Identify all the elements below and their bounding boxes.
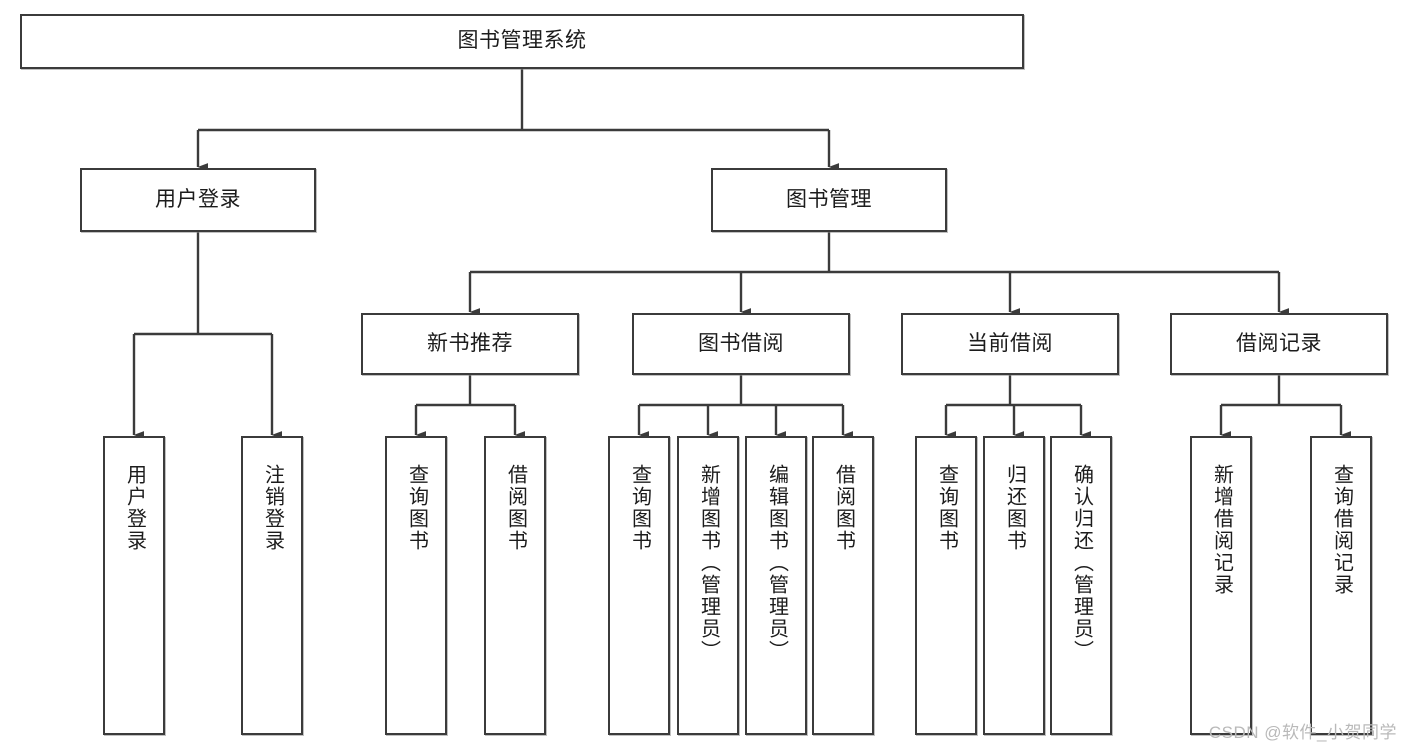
node-label: 借阅图书 (832, 464, 855, 552)
node-leaf-user-logout[interactable]: 注销登录 (241, 436, 303, 735)
node-leaf-bb-borrow[interactable]: 借阅图书 (812, 436, 874, 735)
node-leaf-cb-return[interactable]: 归还图书 (983, 436, 1045, 735)
node-borrow-record[interactable]: 借阅记录 (1170, 313, 1388, 375)
node-label: 图书借阅 (698, 331, 784, 355)
node-label: 查询图书 (628, 464, 651, 552)
node-book-manage[interactable]: 图书管理 (711, 168, 947, 232)
node-label: 新增图书（管理员） (697, 464, 720, 662)
node-label: 注销登录 (261, 464, 284, 552)
node-book-borrow[interactable]: 图书借阅 (632, 313, 850, 375)
connector-group (132, 69, 1352, 439)
node-label: 借阅图书 (504, 464, 527, 552)
node-label: 新书推荐 (427, 331, 513, 355)
node-leaf-cb-query[interactable]: 查询图书 (915, 436, 977, 735)
node-leaf-br-query[interactable]: 查询借阅记录 (1310, 436, 1372, 735)
node-label: 用户登录 (155, 187, 241, 211)
node-leaf-cb-confirm[interactable]: 确认归还（管理员） (1050, 436, 1112, 735)
node-label: 查询图书 (405, 464, 428, 552)
node-user-login[interactable]: 用户登录 (80, 168, 316, 232)
node-leaf-rec-query[interactable]: 查询图书 (385, 436, 447, 735)
node-label: 新增借阅记录 (1210, 464, 1233, 596)
node-label: 用户登录 (123, 464, 146, 552)
node-leaf-bb-edit[interactable]: 编辑图书（管理员） (745, 436, 807, 735)
node-label: 查询借阅记录 (1330, 464, 1353, 596)
node-label: 归还图书 (1003, 464, 1026, 552)
node-leaf-user-login[interactable]: 用户登录 (103, 436, 165, 735)
node-leaf-bb-add[interactable]: 新增图书（管理员） (677, 436, 739, 735)
node-label: 确认归还（管理员） (1070, 464, 1093, 662)
node-root[interactable]: 图书管理系统 (20, 14, 1024, 69)
node-label: 借阅记录 (1236, 331, 1322, 355)
node-leaf-br-add[interactable]: 新增借阅记录 (1190, 436, 1252, 735)
node-leaf-rec-borrow[interactable]: 借阅图书 (484, 436, 546, 735)
node-label: 图书管理系统 (457, 29, 587, 53)
node-current-borrow[interactable]: 当前借阅 (901, 313, 1119, 375)
node-new-book-rec[interactable]: 新书推荐 (361, 313, 579, 375)
node-label: 编辑图书（管理员） (765, 464, 788, 662)
node-leaf-bb-query[interactable]: 查询图书 (608, 436, 670, 735)
node-label: 图书管理 (786, 187, 872, 211)
node-label: 查询图书 (935, 464, 958, 552)
node-label: 当前借阅 (967, 331, 1053, 355)
